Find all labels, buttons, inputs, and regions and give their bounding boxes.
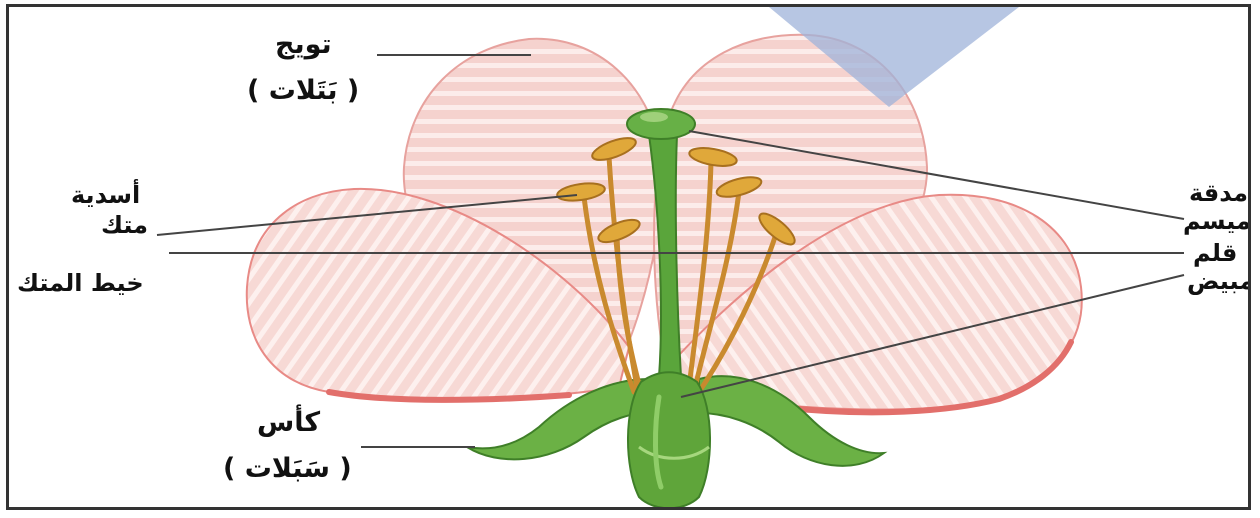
label-ovary: مبيض: [1187, 269, 1251, 293]
label-anther: متك: [101, 213, 148, 237]
label-stigma: ميسم: [1183, 209, 1251, 233]
label-style: قلم: [1193, 241, 1237, 265]
label-filament: خيط المتك: [17, 271, 144, 295]
label-stamens: أسدية: [71, 183, 140, 207]
label-calyx: كأس: [257, 409, 320, 436]
stigma-tip: [640, 112, 668, 122]
flower-illustration: [9, 7, 1251, 510]
label-pistil: مدقة: [1189, 181, 1248, 205]
label-petals: ( بَتَلات ): [247, 77, 359, 104]
diagram-frame: تويج ( بَتَلات ) أسدية متك خيط المتك كأس…: [6, 4, 1251, 510]
label-corolla: تويج: [275, 31, 332, 58]
label-sepals: ( سَبَلات ): [223, 455, 352, 482]
